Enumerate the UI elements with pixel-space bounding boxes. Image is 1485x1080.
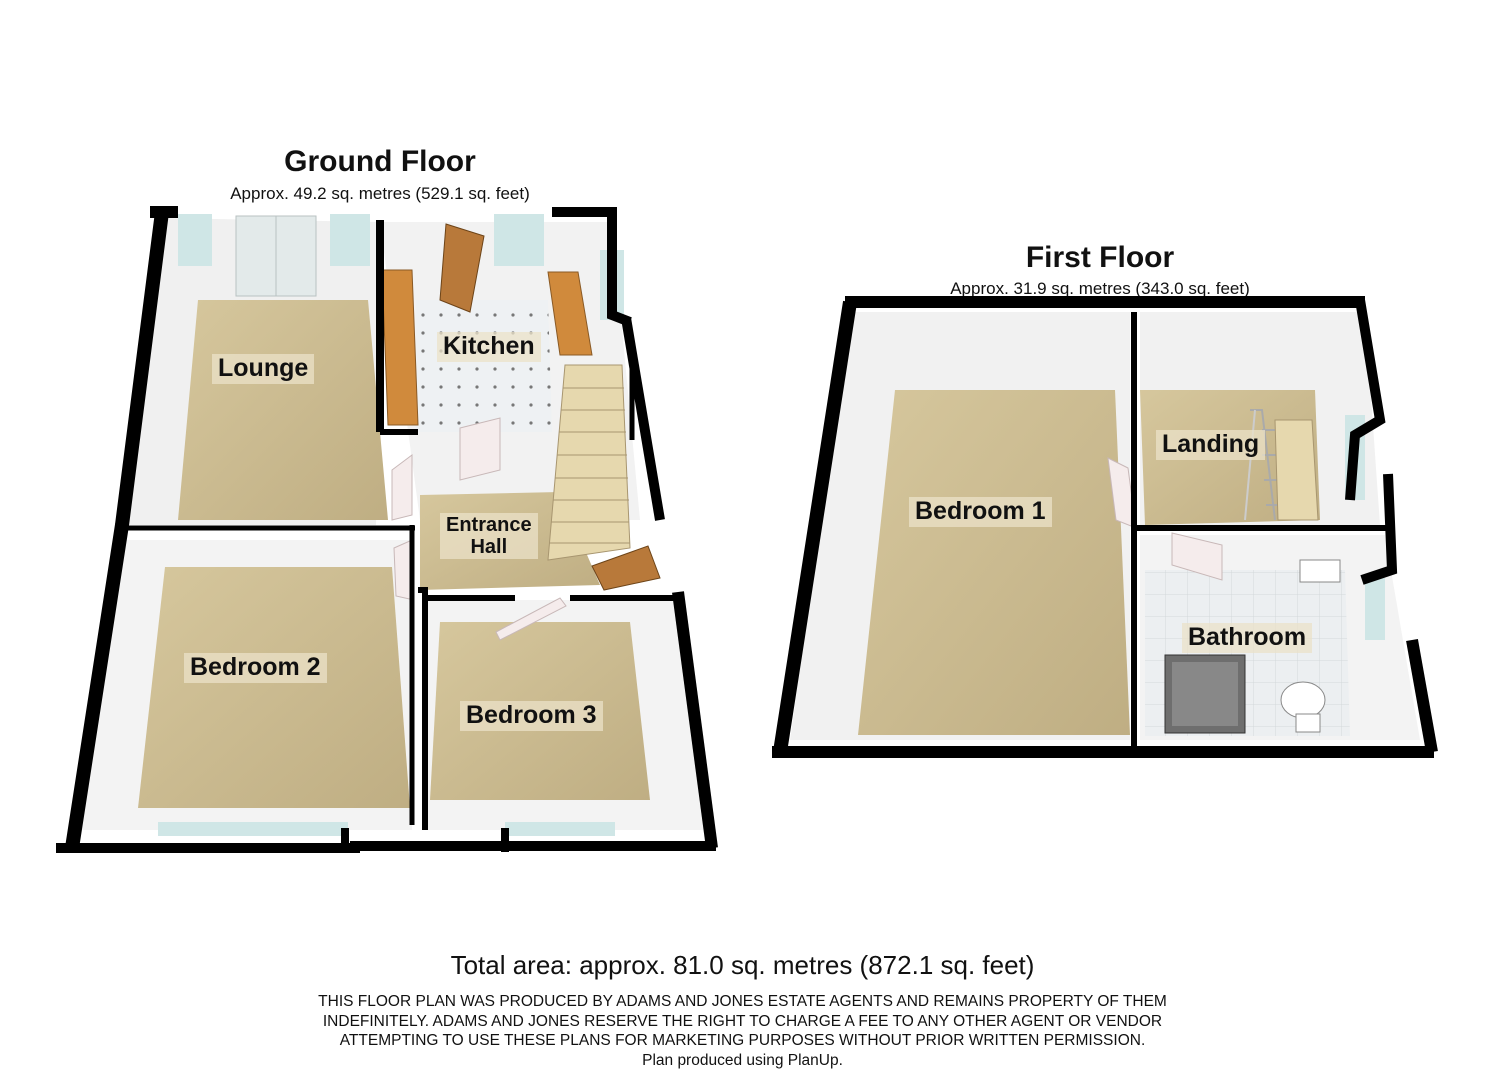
first-floor-title: First Floor [1025, 241, 1175, 274]
first-floor-walls [772, 296, 1438, 758]
ground-floor-walls [56, 206, 718, 853]
disclaimer-line-3: ATTEMPTING TO USE THESE PLANS FOR MARKET… [339, 1032, 1146, 1049]
bedroom-1-floor [858, 390, 1130, 735]
disclaimer-line-4: Plan produced using PlanUp. [642, 1051, 843, 1069]
toilet-icon [1280, 681, 1326, 719]
room-label-bathroom: Bathroom [1182, 623, 1313, 653]
lounge-door-icon [391, 454, 413, 521]
landing-stairs [1274, 419, 1319, 521]
ground-floor-title: Ground Floor [284, 145, 476, 178]
bedroom-2-floor [138, 567, 410, 808]
lounge-floor [178, 300, 388, 520]
room-label-lounge: Lounge [212, 354, 315, 384]
kitchen-door-icon [459, 417, 501, 481]
ground-floor-stairs [547, 364, 631, 561]
disclaimer: THIS FLOOR PLAN WAS PRODUCED BY ADAMS AN… [0, 992, 1485, 1070]
room-label-entrance-hall: Entrance Hall [440, 513, 538, 559]
kitchen-worktop-left [381, 269, 419, 426]
kitchen-worktop-right [547, 271, 593, 356]
ground-floor-area: Approx. 49.2 sq. metres (529.1 sq. feet) [230, 184, 530, 203]
room-label-entrance-hall-line1: Entrance [446, 514, 532, 536]
washbasin-icon [1299, 559, 1341, 583]
bathroom-door-icon [1171, 532, 1223, 581]
room-label-kitchen: Kitchen [437, 332, 541, 362]
kitchen-floor [416, 300, 552, 432]
front-door-icon [439, 223, 485, 313]
total-area: Total area: approx. 81.0 sq. metres (872… [450, 950, 1035, 980]
bedroom-3-door-icon [495, 597, 567, 641]
room-label-bedroom-2: Bedroom 2 [184, 653, 327, 683]
room-label-entrance-hall-line2: Hall [470, 536, 508, 558]
room-label-landing: Landing [1156, 430, 1266, 460]
back-door-icon [591, 545, 661, 591]
first-floor-area: Approx. 31.9 sq. metres (343.0 sq. feet) [950, 279, 1250, 298]
disclaimer-line-1: THIS FLOOR PLAN WAS PRODUCED BY ADAMS AN… [318, 993, 1167, 1010]
disclaimer-line-2: INDEFINITELY. ADAMS AND JONES RESERVE TH… [322, 1012, 1163, 1030]
room-label-bedroom-1: Bedroom 1 [909, 497, 1052, 527]
room-label-bedroom-3: Bedroom 3 [460, 701, 603, 731]
